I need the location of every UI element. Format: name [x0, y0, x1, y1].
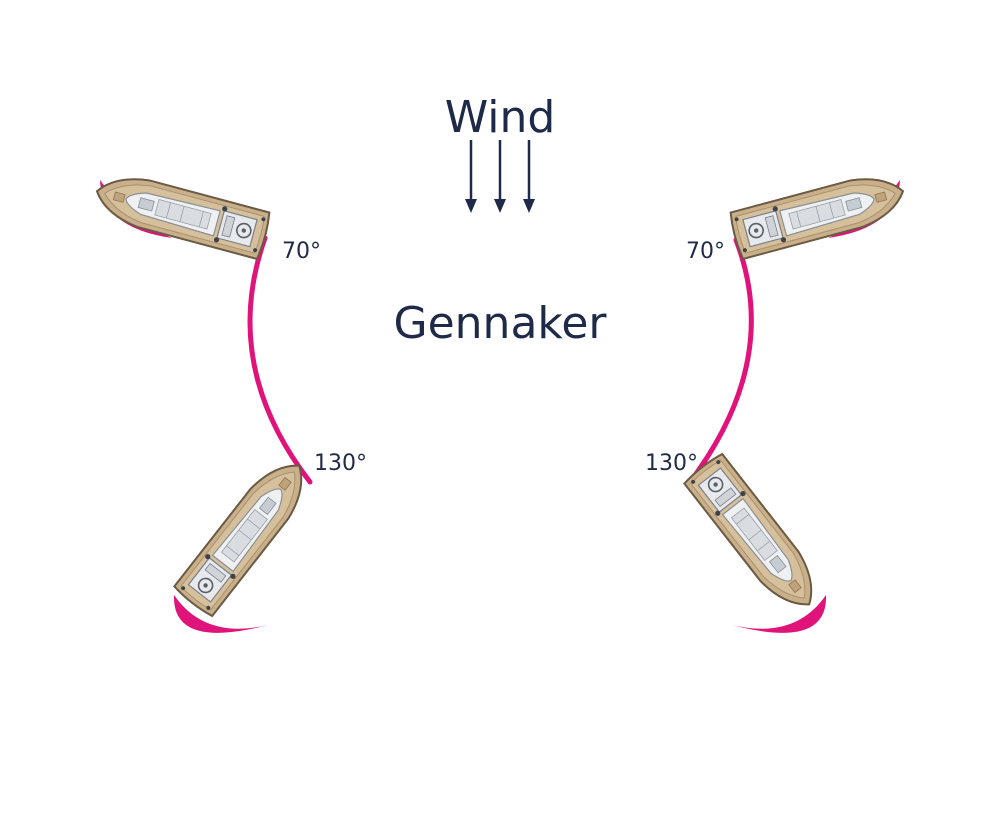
gennaker-sail-icon [173, 595, 268, 633]
wind-arrow-icon [465, 140, 477, 213]
gennaker-sail-icon [732, 595, 827, 633]
boat-port-lower [172, 449, 320, 633]
angle-label-starboard-upper: 70° [686, 239, 725, 264]
sail-type-label: Gennaker [394, 298, 608, 349]
wind-arrows [465, 140, 535, 213]
boat-starboard-upper [727, 167, 911, 261]
angle-label-port-lower: 130° [314, 451, 367, 476]
wind-label: Wind [445, 92, 556, 143]
wind-arrow-icon [523, 140, 535, 213]
boat-starboard-lower [682, 451, 830, 633]
angle-label-starboard-lower: 130° [645, 451, 698, 476]
boat-port-upper [89, 167, 273, 261]
starboard-range-arc [687, 237, 754, 485]
wind-arrow-icon [494, 140, 506, 213]
port-range-arc [247, 235, 313, 485]
angle-label-port-upper: 70° [282, 239, 321, 264]
